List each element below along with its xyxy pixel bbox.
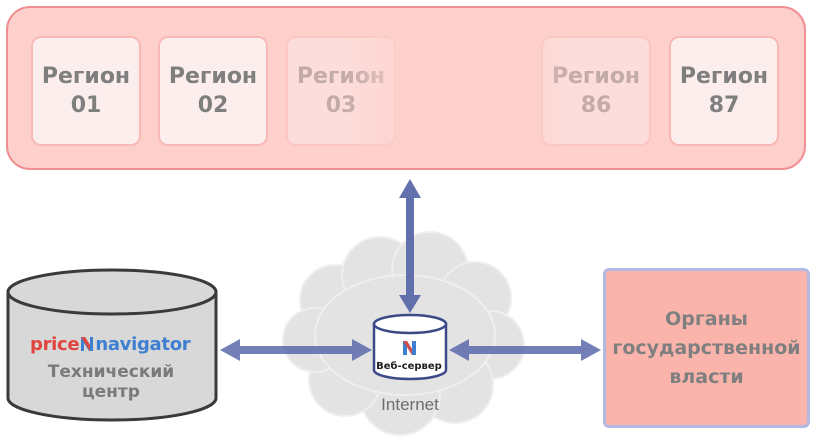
region-box-86: Регион 86	[541, 36, 651, 146]
region-number: 86	[580, 93, 612, 118]
web-server-label: Веб-сервер	[376, 361, 442, 372]
authority-line1: Органы	[665, 307, 748, 330]
region-label: Регион	[679, 64, 769, 89]
region-box-02: Регион 02	[158, 36, 268, 146]
brand-price-text: price	[30, 334, 80, 355]
authority-box: Органы государственной власти	[603, 268, 810, 428]
region-label: Регион	[41, 64, 131, 89]
brand-navigator-text: navigator	[95, 334, 191, 355]
brand-logo: price navigator	[30, 334, 200, 355]
authority-line3: власти	[669, 365, 744, 388]
authority-line2: государственной	[612, 336, 801, 359]
server-cylinder-icon	[372, 313, 448, 381]
internet-label: Internet	[381, 395, 439, 414]
region-fade-gap	[345, 30, 570, 155]
tech-center-line1: Технический	[47, 362, 175, 382]
tech-center-label: Технический центр	[6, 362, 216, 402]
region-label: Регион	[168, 64, 258, 89]
database-cylinder-icon	[6, 268, 218, 422]
arrow-server-regions	[399, 179, 421, 313]
region-number: 01	[70, 93, 102, 118]
arrow-tech-server	[220, 339, 372, 361]
region-number: 02	[197, 93, 229, 118]
tech-center-line2: центр	[82, 382, 140, 402]
region-box-01: Регион 01	[31, 36, 141, 146]
region-number: 87	[708, 93, 740, 118]
navigator-logo-icon	[403, 341, 416, 355]
navigator-logo-icon	[81, 337, 94, 351]
region-box-87: Регион 87	[669, 36, 779, 146]
arrow-server-authority	[449, 339, 601, 361]
